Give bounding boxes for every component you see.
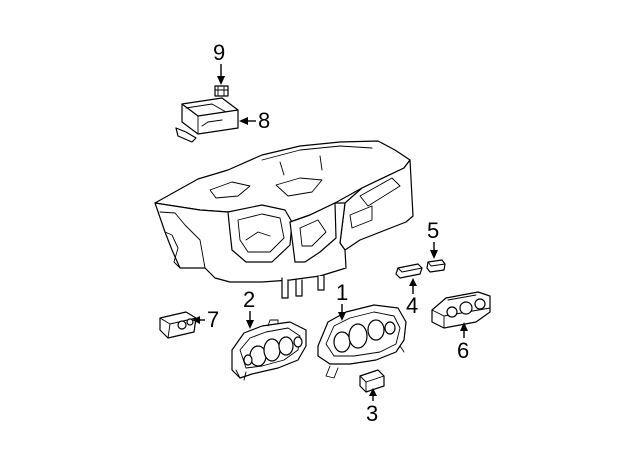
callout-1: 1: [336, 280, 348, 305]
callout-3: 3: [366, 401, 378, 426]
arrow-8: [239, 117, 256, 125]
climate-control-part: [431, 291, 491, 329]
instrument-panel-part: [154, 140, 414, 299]
switch-part-5: [426, 259, 446, 273]
callout-8: 8: [258, 108, 270, 133]
callout-9: 9: [213, 40, 225, 65]
switch-part-7: [159, 311, 197, 339]
arrow-1: [338, 304, 346, 321]
arrow-4: [409, 278, 417, 294]
arrow-3: [369, 388, 377, 401]
connector-part: [214, 85, 229, 97]
arrow-7: [192, 316, 205, 324]
callout-7: 7: [207, 307, 219, 332]
callout-5: 5: [427, 218, 439, 243]
arrow-9: [217, 64, 225, 85]
arrow-5: [430, 242, 438, 259]
switch-part-3: [359, 369, 385, 393]
cluster-bezel-part: [317, 304, 407, 379]
callout-2: 2: [243, 287, 255, 312]
switch-part-4: [395, 263, 423, 279]
arrow-6: [460, 322, 468, 338]
callout-6: 6: [457, 338, 469, 363]
instrument-cluster-part: [231, 319, 307, 381]
callout-4: 4: [406, 293, 418, 318]
control-module-part: [175, 97, 239, 143]
arrow-2: [246, 311, 254, 329]
